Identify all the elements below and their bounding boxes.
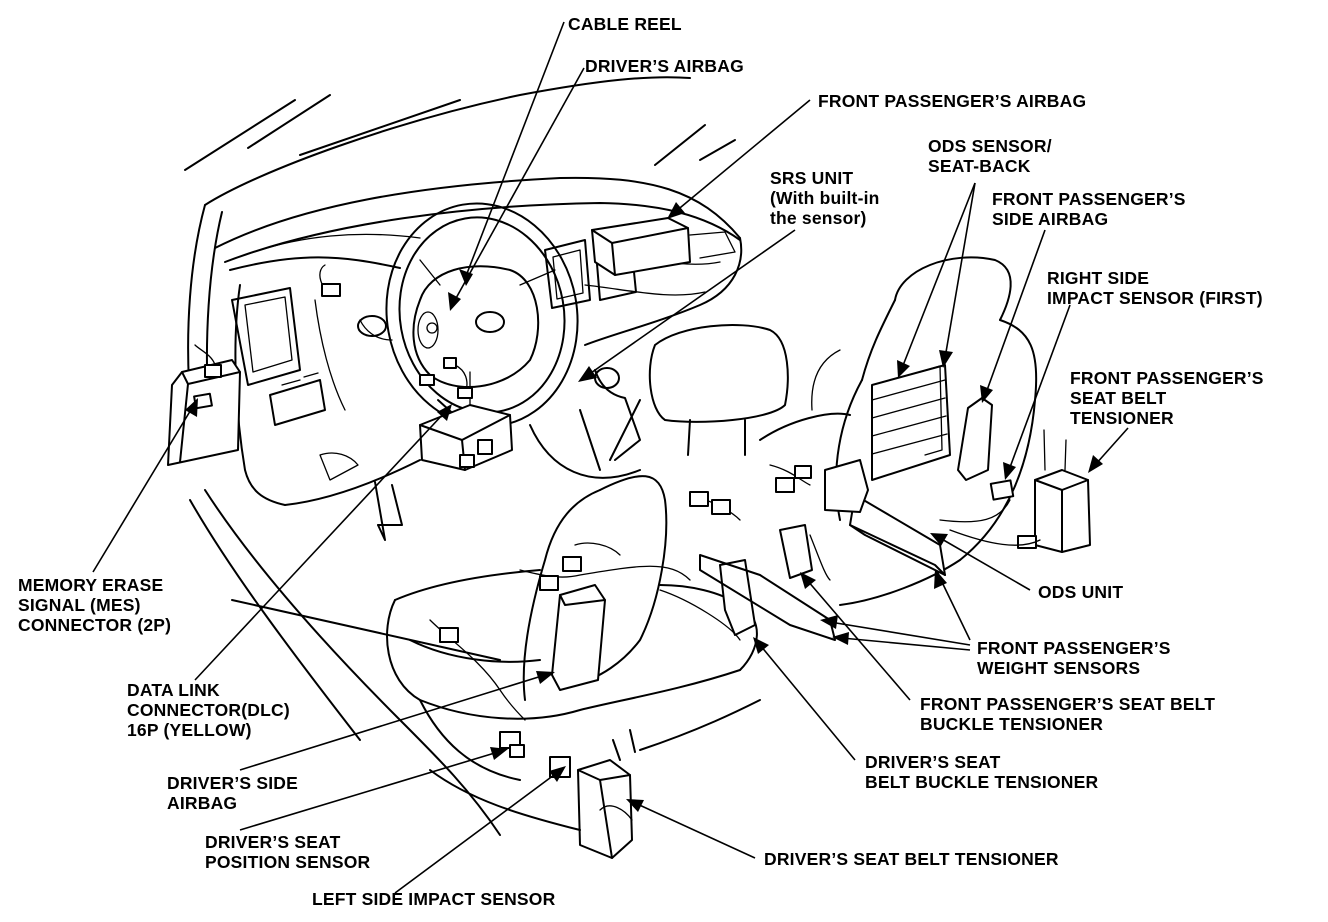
label-line: SEAT BELT bbox=[1070, 388, 1167, 408]
label-ods-sensor-seat-back: ODS SENSOR/ SEAT-BACK bbox=[928, 136, 1052, 176]
label-line: CONNECTOR(DLC) bbox=[127, 700, 290, 720]
label-line: ODS UNIT bbox=[1038, 582, 1124, 602]
label-ods-unit: ODS UNIT bbox=[1038, 582, 1123, 602]
label-line: POSITION SENSOR bbox=[205, 852, 371, 872]
label-drivers-seat-position-sensor: DRIVER’S SEAT POSITION SENSOR bbox=[205, 832, 370, 872]
label-line: FRONT PASSENGER’S AIRBAG bbox=[818, 91, 1087, 111]
label-line: LEFT SIDE IMPACT SENSOR bbox=[312, 889, 556, 909]
label-drivers-seat-belt-tensioner: DRIVER’S SEAT BELT TENSIONER bbox=[764, 849, 1059, 869]
label-line: SRS UNIT bbox=[770, 168, 854, 188]
seat-belt-buckles bbox=[659, 524, 836, 641]
label-data-link-connector: DATA LINK CONNECTOR(DLC) 16P (YELLOW) bbox=[127, 680, 290, 740]
label-line: FRONT PASSENGER’S SEAT BELT bbox=[920, 694, 1216, 714]
label-line: WEIGHT SENSORS bbox=[977, 658, 1141, 678]
driver-headrest bbox=[648, 324, 789, 456]
label-right-side-impact-sensor: RIGHT SIDE IMPACT SENSOR (FIRST) bbox=[1047, 268, 1263, 308]
label-front-passengers-buckle-tensioner: FRONT PASSENGER’S SEAT BELT BUCKLE TENSI… bbox=[920, 694, 1215, 734]
label-drivers-buckle-tensioner: DRIVER’S SEAT BELT BUCKLE TENSIONER bbox=[865, 752, 1098, 792]
passenger-airbag-module bbox=[591, 217, 736, 276]
label-line: CABLE REEL bbox=[568, 14, 682, 34]
srs-unit-box bbox=[419, 357, 513, 471]
passenger-belt-tensioner bbox=[989, 429, 1091, 553]
driver-belt-tensioner bbox=[549, 729, 636, 859]
label-front-passengers-weight-sensors: FRONT PASSENGER’S WEIGHT SENSORS bbox=[977, 638, 1171, 678]
label-line: CONNECTOR (2P) bbox=[18, 615, 172, 635]
mes-connector-module bbox=[167, 344, 241, 466]
label-front-passengers-seat-belt-tensioner: FRONT PASSENGER’S SEAT BELT TENSIONER bbox=[1070, 368, 1264, 428]
label-line: SIGNAL (MES) bbox=[18, 595, 141, 615]
label-line: DRIVER’S SEAT bbox=[865, 752, 1001, 772]
label-line: MEMORY ERASE bbox=[18, 575, 164, 595]
label-front-passengers-side-airbag: FRONT PASSENGER’S SIDE AIRBAG bbox=[992, 189, 1186, 229]
label-line: ODS SENSOR/ bbox=[928, 136, 1052, 156]
wiring-harness bbox=[319, 264, 1041, 721]
label-line: DATA LINK bbox=[127, 680, 220, 700]
label-drivers-airbag: DRIVER’S AIRBAG bbox=[585, 56, 744, 76]
label-line: DRIVER’S SEAT bbox=[205, 832, 341, 852]
passenger-seat bbox=[759, 256, 1038, 606]
leader-lines bbox=[92, 21, 1129, 894]
floor-lines bbox=[189, 489, 761, 836]
label-line: the sensor) bbox=[770, 208, 867, 228]
label-line: 16P (YELLOW) bbox=[127, 720, 252, 740]
label-line: IMPACT SENSOR (FIRST) bbox=[1047, 288, 1263, 308]
label-line: RIGHT SIDE bbox=[1047, 268, 1150, 288]
label-memory-erase-signal-connector: MEMORY ERASE SIGNAL (MES) CONNECTOR (2P) bbox=[18, 575, 171, 635]
label-line: BELT BUCKLE TENSIONER bbox=[865, 772, 1099, 792]
label-front-passengers-airbag: FRONT PASSENGER’S AIRBAG bbox=[818, 91, 1086, 111]
label-line: TENSIONER bbox=[1070, 408, 1174, 428]
label-line: SEAT-BACK bbox=[928, 156, 1031, 176]
steering-wheel bbox=[385, 202, 579, 428]
label-srs-unit: SRS UNIT (With built-in the sensor) bbox=[770, 168, 880, 228]
label-cable-reel: CABLE REEL bbox=[568, 14, 682, 34]
label-line: AIRBAG bbox=[167, 793, 238, 813]
windshield-outline bbox=[184, 76, 736, 401]
label-line: DRIVER’S SIDE bbox=[167, 773, 298, 793]
label-line: (With built-in bbox=[770, 188, 880, 208]
label-drivers-side-airbag: DRIVER’S SIDE AIRBAG bbox=[167, 773, 298, 813]
label-line: SIDE AIRBAG bbox=[992, 209, 1109, 229]
driver-seat bbox=[386, 399, 758, 781]
label-line: FRONT PASSENGER’S bbox=[992, 189, 1186, 209]
label-line: DRIVER’S AIRBAG bbox=[585, 56, 744, 76]
label-line: FRONT PASSENGER’S bbox=[1070, 368, 1264, 388]
label-left-side-impact-sensor: LEFT SIDE IMPACT SENSOR bbox=[312, 889, 555, 909]
label-line: FRONT PASSENGER’S bbox=[977, 638, 1171, 658]
label-line: BUCKLE TENSIONER bbox=[920, 714, 1104, 734]
label-line: DRIVER’S SEAT BELT TENSIONER bbox=[764, 849, 1059, 869]
seat-position-sensor bbox=[499, 731, 525, 758]
